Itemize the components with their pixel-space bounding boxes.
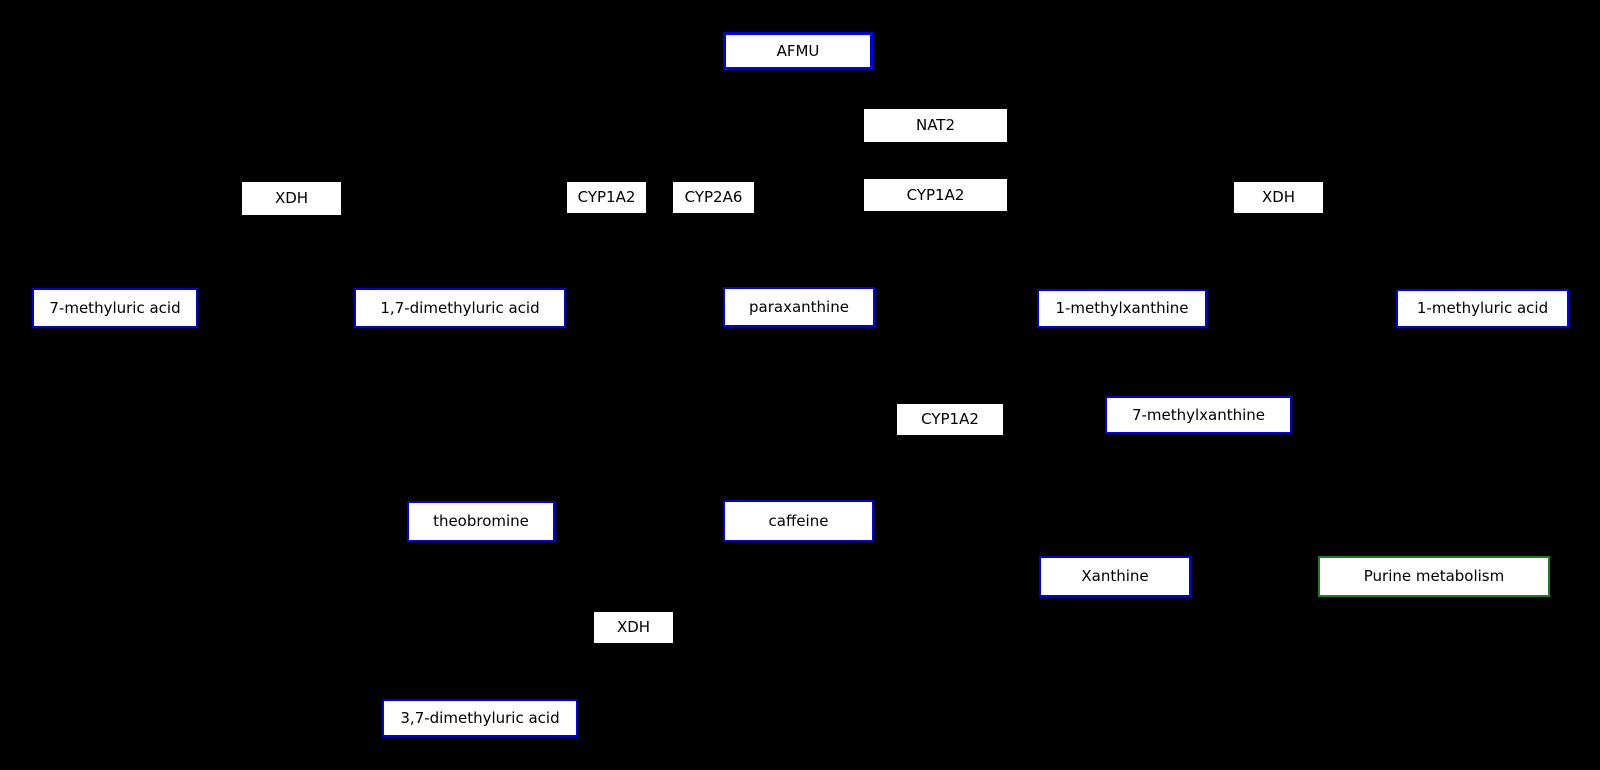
- node-37-dimethyluric-acid[interactable]: 3,7-dimethyluric acid: [382, 699, 578, 737]
- node-afmu[interactable]: AFMU: [723, 32, 873, 70]
- node-cyp1a2-center[interactable]: CYP1A2: [863, 178, 1008, 212]
- node-theobromine[interactable]: theobromine: [407, 501, 555, 542]
- node-17-dimethyluric-acid[interactable]: 1,7-dimethyluric acid: [354, 288, 566, 328]
- node-caffeine[interactable]: caffeine: [723, 500, 874, 542]
- node-1-methylxanthine[interactable]: 1-methylxanthine: [1037, 289, 1207, 328]
- node-7-methyluric-acid[interactable]: 7-methyluric acid: [32, 288, 198, 328]
- node-cyp1a2-lower[interactable]: CYP1A2: [896, 403, 1004, 436]
- node-1-methyluric-acid[interactable]: 1-methyluric acid: [1396, 289, 1569, 328]
- node-cyp1a2-left[interactable]: CYP1A2: [566, 181, 647, 214]
- node-xanthine[interactable]: Xanthine: [1039, 556, 1191, 597]
- node-xdh-right[interactable]: XDH: [1233, 181, 1324, 214]
- node-paraxanthine[interactable]: paraxanthine: [723, 287, 875, 327]
- node-xdh-left[interactable]: XDH: [241, 181, 342, 216]
- node-purine-metabolism[interactable]: Purine metabolism: [1318, 556, 1550, 597]
- node-nat2[interactable]: NAT2: [863, 108, 1008, 143]
- node-cyp2a6[interactable]: CYP2A6: [672, 181, 755, 214]
- node-7-methylxanthine[interactable]: 7-methylxanthine: [1105, 396, 1292, 434]
- node-xdh-bottom[interactable]: XDH: [593, 611, 674, 644]
